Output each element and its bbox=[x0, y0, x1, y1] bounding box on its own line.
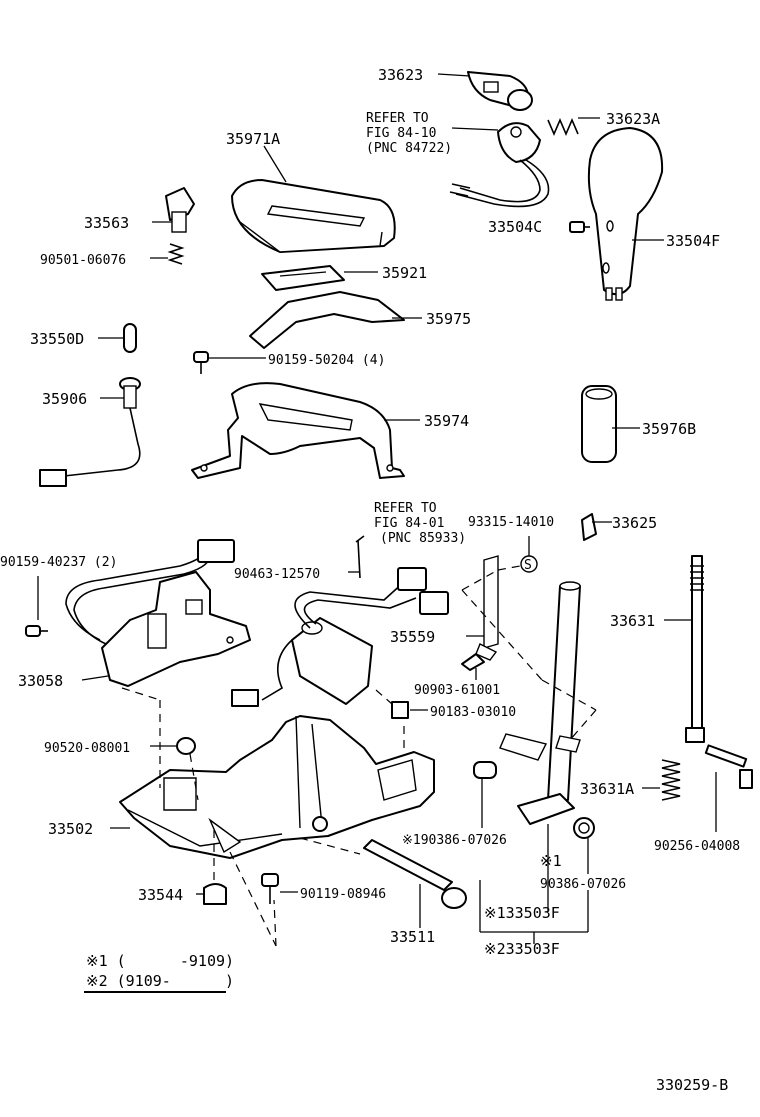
spring-90501 bbox=[167, 243, 185, 265]
indicator-bezel-35971A bbox=[231, 179, 396, 253]
label-90159-50204: 90159-50204 (4) bbox=[268, 353, 385, 368]
clip-33625 bbox=[581, 513, 597, 541]
pin-90256 bbox=[704, 744, 753, 789]
holder-33563 bbox=[165, 187, 195, 233]
label-refer1-l2: FIG 84-10 bbox=[366, 126, 436, 141]
label-refer1-l3: (PNC 84722) bbox=[366, 141, 452, 156]
label-33504C: 33504C bbox=[488, 218, 542, 236]
label-90501: 90501-06076 bbox=[40, 253, 126, 268]
label-35976B: 35976B bbox=[642, 420, 696, 438]
screw-33504C bbox=[569, 221, 590, 233]
harness-90159-40237 bbox=[25, 539, 235, 645]
label-note1: ※1 bbox=[540, 852, 562, 870]
label-90159-40237: 90159-40237 (2) bbox=[0, 555, 117, 570]
label-33625: 33625 bbox=[612, 514, 657, 532]
dashed-guides bbox=[121, 565, 597, 947]
callout-brackets bbox=[479, 824, 589, 944]
bulb-33550D bbox=[123, 323, 137, 353]
label-90256: 90256-04008 bbox=[654, 839, 740, 854]
label-90183: 90183-03010 bbox=[430, 705, 516, 720]
plate-35921 bbox=[261, 265, 345, 291]
nut-90183 bbox=[391, 701, 409, 719]
label-33504F: 33504F bbox=[666, 232, 720, 250]
bushing-90386 bbox=[573, 817, 595, 839]
labels: 33623 REFER TO FIG 84-10 (PNC 84722) 336… bbox=[0, 66, 740, 1094]
bulb-holder-with-wire bbox=[449, 122, 550, 208]
label-35921: 35921 bbox=[382, 264, 427, 282]
bracket-33058 bbox=[101, 571, 251, 687]
bulb-socket-33623 bbox=[467, 71, 533, 111]
label-33563: 33563 bbox=[84, 214, 129, 232]
label-35971A: 35971A bbox=[226, 130, 280, 148]
switch-35559 bbox=[475, 555, 499, 661]
label-190386: ※190386-07026 bbox=[402, 833, 507, 848]
spring-33623A bbox=[547, 117, 579, 137]
label-90119: 90119-08946 bbox=[300, 887, 386, 902]
bolt-90159-50204 bbox=[193, 351, 209, 374]
label-35975: 35975 bbox=[426, 310, 471, 328]
label-90520: 90520-08001 bbox=[44, 741, 130, 756]
shift-knob-33504F bbox=[587, 127, 664, 301]
washer-90520 bbox=[176, 737, 196, 755]
bushing-190386 bbox=[473, 761, 497, 779]
label-33511: 33511 bbox=[390, 928, 435, 946]
label-33058: 33058 bbox=[18, 672, 63, 690]
label-35906: 35906 bbox=[42, 390, 87, 408]
socket-35906 bbox=[39, 377, 141, 487]
label-refer2-l2: FIG 84-01 bbox=[374, 516, 444, 531]
label-33550D: 33550D bbox=[30, 330, 84, 348]
label-33623: 33623 bbox=[378, 66, 423, 84]
bracket-35974 bbox=[191, 382, 405, 479]
label-refer2-l1: REFER TO bbox=[374, 501, 437, 516]
label-35974: 35974 bbox=[424, 412, 469, 430]
cap-33544 bbox=[203, 883, 227, 905]
figure-id: 330259-B bbox=[656, 1076, 728, 1094]
s-marker-93315: S bbox=[520, 536, 538, 573]
footnote-2: ※2 (9109- ) bbox=[86, 972, 234, 990]
footnote-1: ※1 ( -9109) bbox=[86, 952, 234, 970]
pin-33511 bbox=[363, 839, 467, 909]
label-33502: 33502 bbox=[48, 820, 93, 838]
label-33631A: 33631A bbox=[580, 780, 634, 798]
bolt-90119 bbox=[261, 873, 279, 904]
cover-35976B bbox=[581, 385, 617, 463]
control-unit-harness bbox=[231, 567, 449, 707]
label-93315: 93315-14010 bbox=[468, 515, 554, 530]
label-35559: 35559 bbox=[390, 628, 435, 646]
base-housing-33502 bbox=[119, 715, 435, 859]
label-refer2-l3: (PNC 85933) bbox=[380, 531, 466, 546]
label-90903: 90903-61001 bbox=[414, 683, 500, 698]
label-33623A: 33623A bbox=[606, 110, 660, 128]
label-refer1-l1: REFER TO bbox=[366, 111, 429, 126]
spring-33631A bbox=[661, 759, 681, 801]
rod-33631 bbox=[685, 555, 705, 743]
label-90386: 90386-07026 bbox=[540, 877, 626, 892]
label-233503F: ※233503F bbox=[484, 940, 560, 958]
label-90463: 90463-12570 bbox=[234, 567, 320, 582]
label-33544: 33544 bbox=[138, 886, 183, 904]
s-symbol: S bbox=[524, 558, 532, 573]
slide-cover-35975 bbox=[249, 291, 405, 349]
shift-lever-33503F bbox=[499, 581, 581, 825]
label-33631: 33631 bbox=[610, 612, 655, 630]
label-133503F: ※133503F bbox=[484, 904, 560, 922]
clip-90903 bbox=[461, 653, 485, 671]
